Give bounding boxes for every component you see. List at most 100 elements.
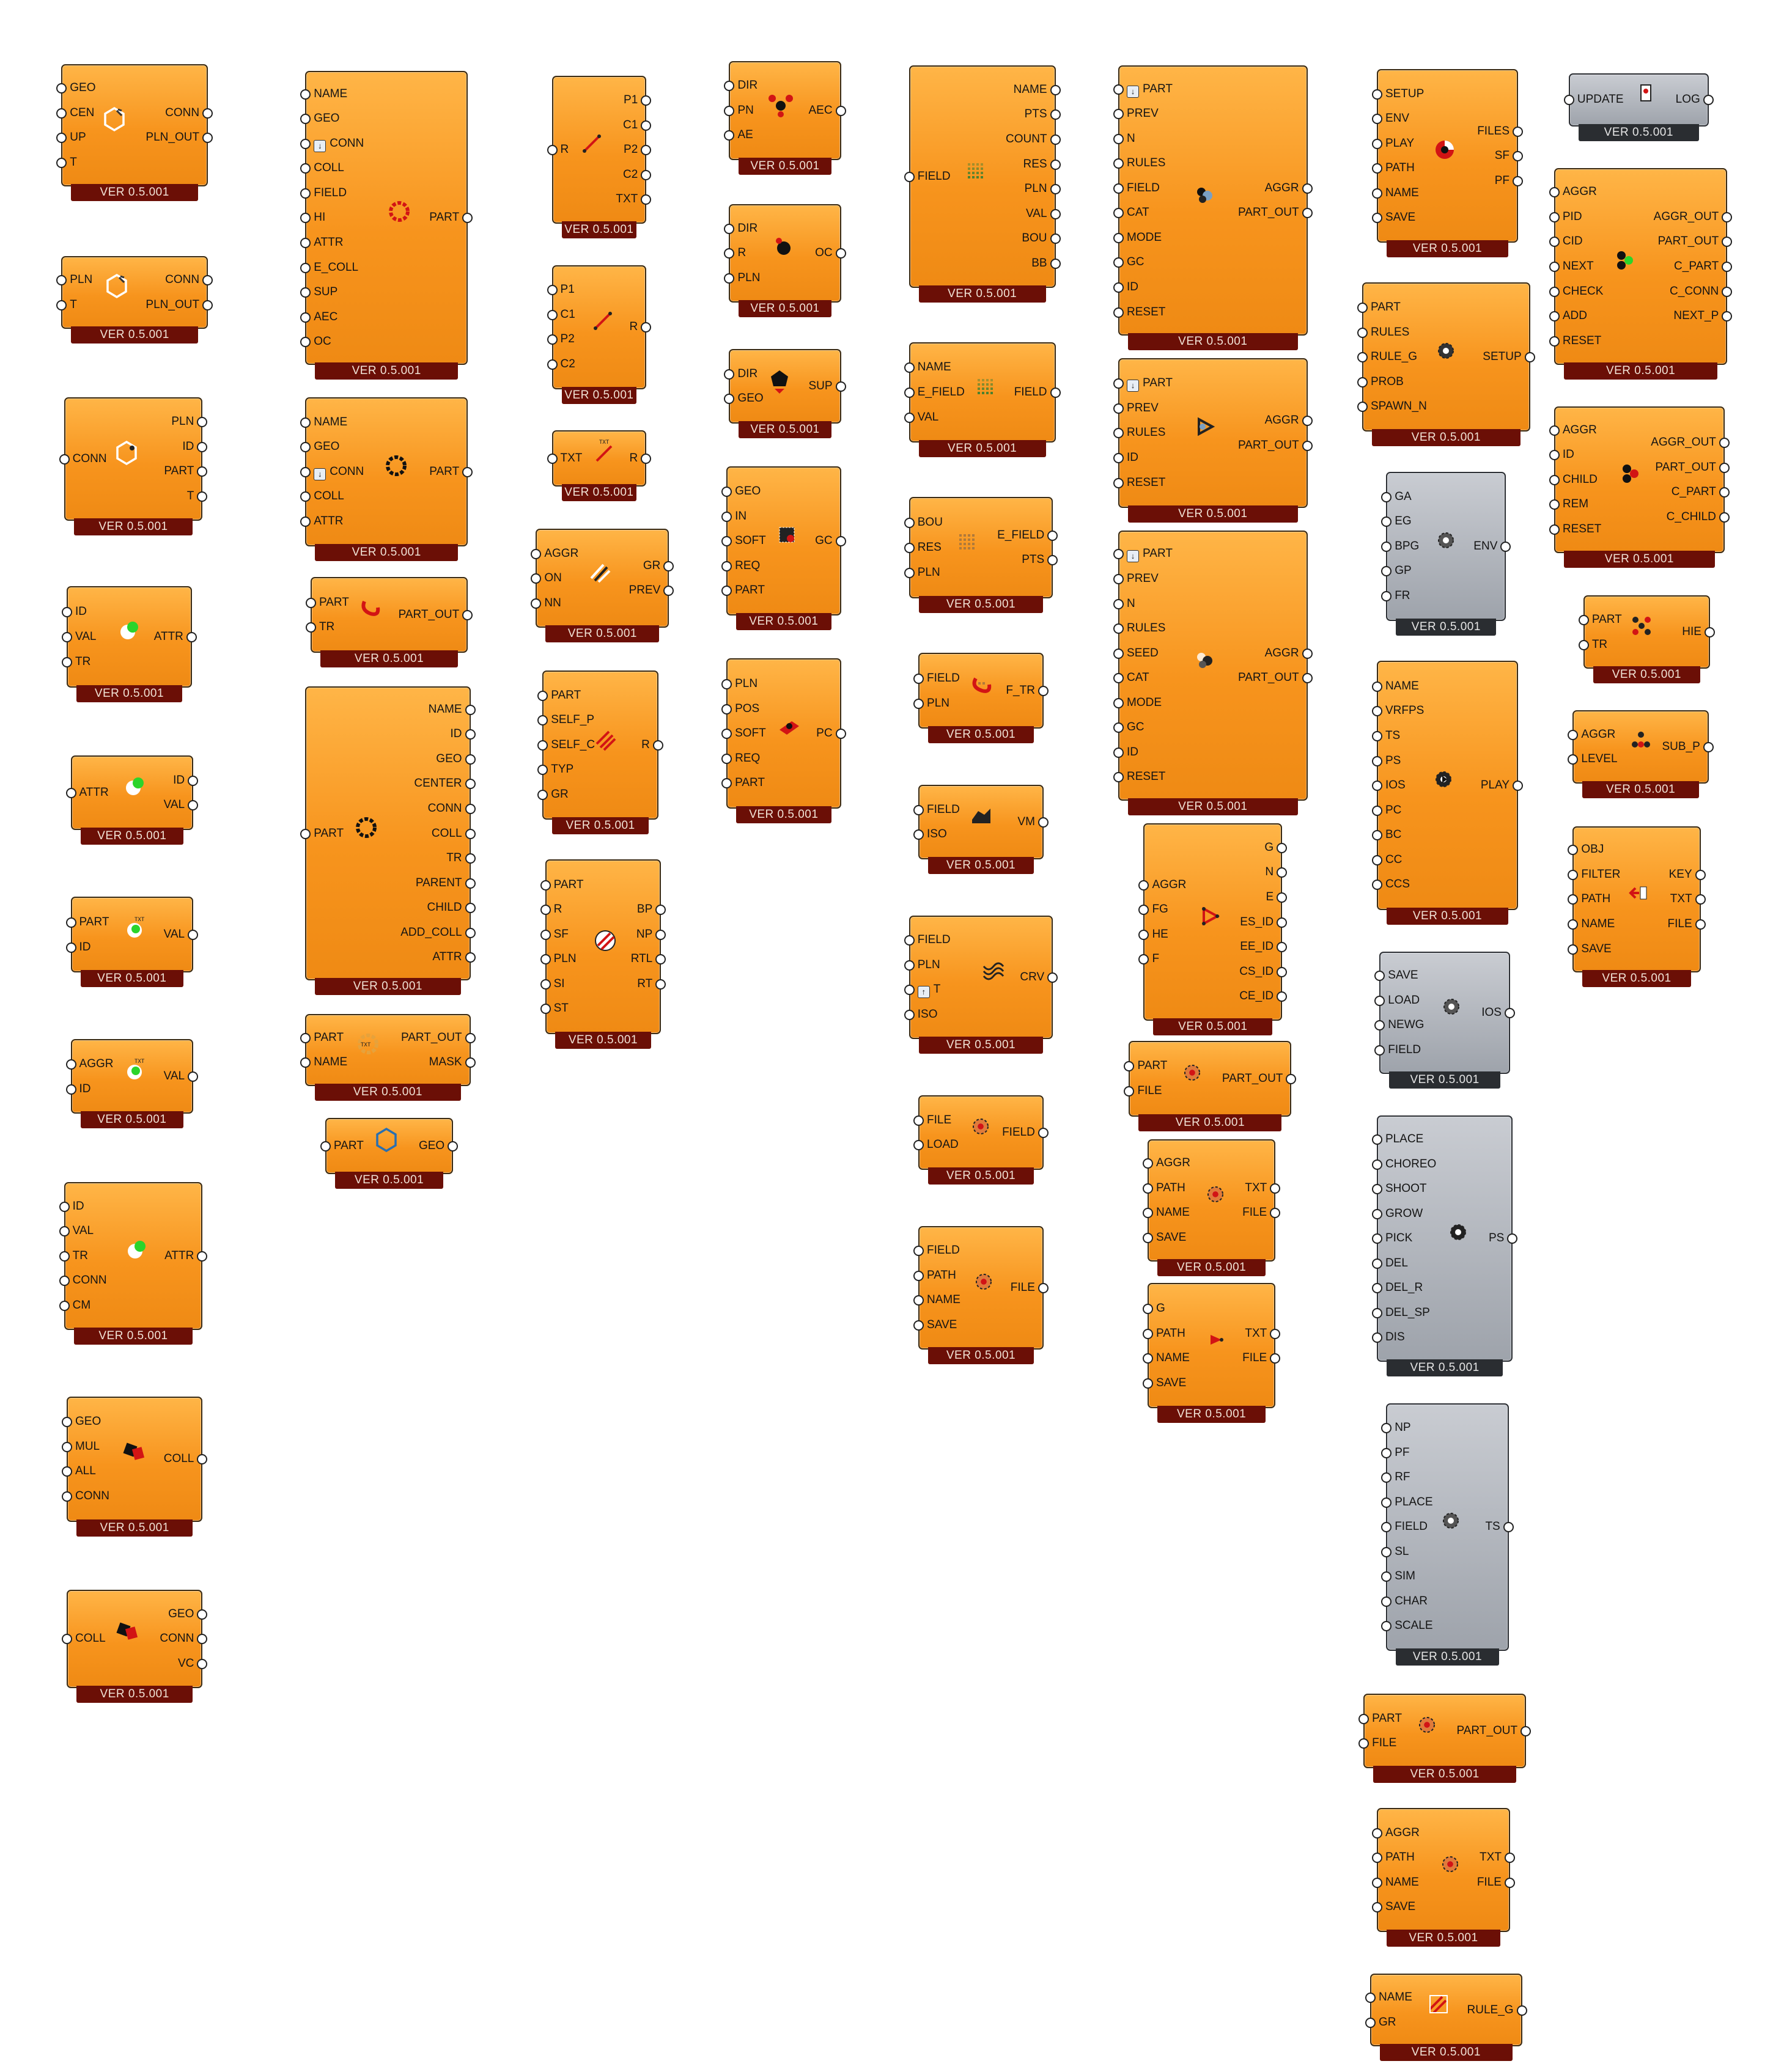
output-cs-id[interactable]: CS_ID: [1239, 965, 1288, 978]
output-ts[interactable]: TS: [1485, 1521, 1514, 1533]
input-id[interactable]: ID: [1549, 449, 1574, 461]
input-place[interactable]: PLACE: [1371, 1133, 1423, 1145]
output-conn[interactable]: CONN: [428, 803, 476, 815]
output-txt[interactable]: TXT: [1480, 1851, 1515, 1864]
output-conn[interactable]: CONN: [165, 274, 213, 286]
input-aggr[interactable]: AGGR: [1142, 1157, 1190, 1169]
output-sf[interactable]: SF: [1495, 150, 1524, 162]
output-res[interactable]: RES: [1023, 158, 1061, 171]
output-part-out[interactable]: PART_OUT: [1456, 1724, 1531, 1737]
input-conn[interactable]: ↓CONN: [300, 465, 364, 480]
output-part-out[interactable]: PART_OUT: [1222, 1072, 1296, 1085]
input-shoot[interactable]: SHOOT: [1372, 1183, 1427, 1195]
input-part[interactable]: PART: [1358, 1712, 1402, 1725]
input-up[interactable]: UP: [56, 131, 86, 144]
input-rem[interactable]: REM: [1549, 498, 1588, 510]
input-attr[interactable]: ATTR: [300, 236, 343, 249]
output-id[interactable]: ID: [451, 728, 476, 740]
input-cen[interactable]: CEN: [56, 106, 94, 119]
input-id[interactable]: ID: [59, 1200, 84, 1213]
component-body[interactable]: [1379, 951, 1510, 1075]
input-pln[interactable]: PLN: [724, 271, 760, 284]
input-load[interactable]: LOAD: [913, 1139, 959, 1151]
output-txt[interactable]: TXT: [1245, 1327, 1281, 1340]
input-aggr[interactable]: AGGR: [1568, 728, 1615, 741]
input-tr[interactable]: TR: [61, 655, 90, 668]
input-p2[interactable]: P2: [547, 333, 575, 345]
input-field[interactable]: FIELD: [913, 672, 960, 685]
output-child[interactable]: CHILD: [427, 902, 476, 914]
output-files[interactable]: FILES: [1477, 125, 1523, 138]
input-pc[interactable]: PC: [1371, 804, 1401, 817]
input-np[interactable]: NP: [1380, 1422, 1411, 1434]
input-pln[interactable]: PLN: [904, 958, 940, 971]
output-bb[interactable]: BB: [1031, 257, 1061, 270]
output-f-tr[interactable]: F_TR: [1006, 685, 1049, 697]
output-es-id[interactable]: ES_ID: [1240, 916, 1288, 928]
input-geo[interactable]: GEO: [56, 82, 96, 94]
component-body[interactable]: [305, 70, 468, 366]
output-part-out[interactable]: PART_OUT: [1658, 235, 1732, 248]
output-geo[interactable]: GEO: [419, 1139, 459, 1152]
input-id[interactable]: ID: [65, 1082, 91, 1095]
input-part[interactable]: PART: [721, 584, 765, 597]
input-vrfps[interactable]: VRFPS: [1371, 705, 1424, 717]
input-path[interactable]: PATH: [1143, 1181, 1185, 1194]
input-prev[interactable]: PREV: [1113, 402, 1159, 414]
input-add[interactable]: ADD: [1549, 310, 1587, 322]
input-req[interactable]: REQ: [721, 559, 760, 572]
input-part[interactable]: PART: [320, 1139, 364, 1152]
output-rt[interactable]: RT: [637, 977, 666, 990]
input-self-p[interactable]: SELF_P: [537, 714, 594, 726]
input-conn[interactable]: CONN: [62, 1490, 109, 1502]
input-he[interactable]: HE: [1138, 928, 1168, 941]
output-c-child[interactable]: C_CHILD: [1667, 510, 1730, 523]
input-grow[interactable]: GROW: [1371, 1207, 1423, 1220]
input-dir[interactable]: DIR: [724, 367, 757, 380]
input-field[interactable]: FIELD: [904, 934, 951, 946]
input-aec[interactable]: AEC: [300, 310, 337, 323]
output-part-out[interactable]: PART_OUT: [1238, 439, 1313, 452]
output-field[interactable]: FIELD: [1002, 1126, 1049, 1139]
output-prev[interactable]: PREV: [629, 584, 674, 597]
output-ios[interactable]: IOS: [1481, 1006, 1515, 1019]
component-body[interactable]: [305, 686, 471, 981]
input-prev[interactable]: PREV: [1113, 108, 1159, 120]
input-pln[interactable]: PLN: [913, 697, 949, 710]
input-dis[interactable]: DIS: [1372, 1331, 1405, 1343]
input-gr[interactable]: GR: [1365, 2016, 1396, 2029]
input-env[interactable]: ENV: [1371, 112, 1409, 125]
output-bp[interactable]: BP: [637, 903, 666, 916]
input-path[interactable]: PATH: [1143, 1327, 1185, 1340]
output-id[interactable]: ID: [173, 774, 199, 787]
input-self-c[interactable]: SELF_C: [537, 738, 595, 751]
output-e[interactable]: E: [1266, 891, 1287, 903]
input-hi[interactable]: HI: [300, 211, 325, 224]
input-aggr[interactable]: AGGR: [1549, 186, 1597, 198]
input-reset[interactable]: RESET: [1549, 334, 1601, 347]
input-part[interactable]: ↓PART: [1113, 548, 1173, 563]
output-name[interactable]: NAME: [429, 703, 476, 716]
component-body[interactable]: [1143, 823, 1283, 1021]
input-nn[interactable]: NN: [530, 597, 561, 609]
output-txt[interactable]: TXT: [1245, 1181, 1281, 1194]
input-bpg[interactable]: BPG: [1381, 540, 1419, 553]
input-save[interactable]: SAVE: [1142, 1231, 1186, 1244]
output-attr[interactable]: ATTR: [154, 631, 197, 643]
input-setup[interactable]: SETUP: [1371, 87, 1424, 100]
